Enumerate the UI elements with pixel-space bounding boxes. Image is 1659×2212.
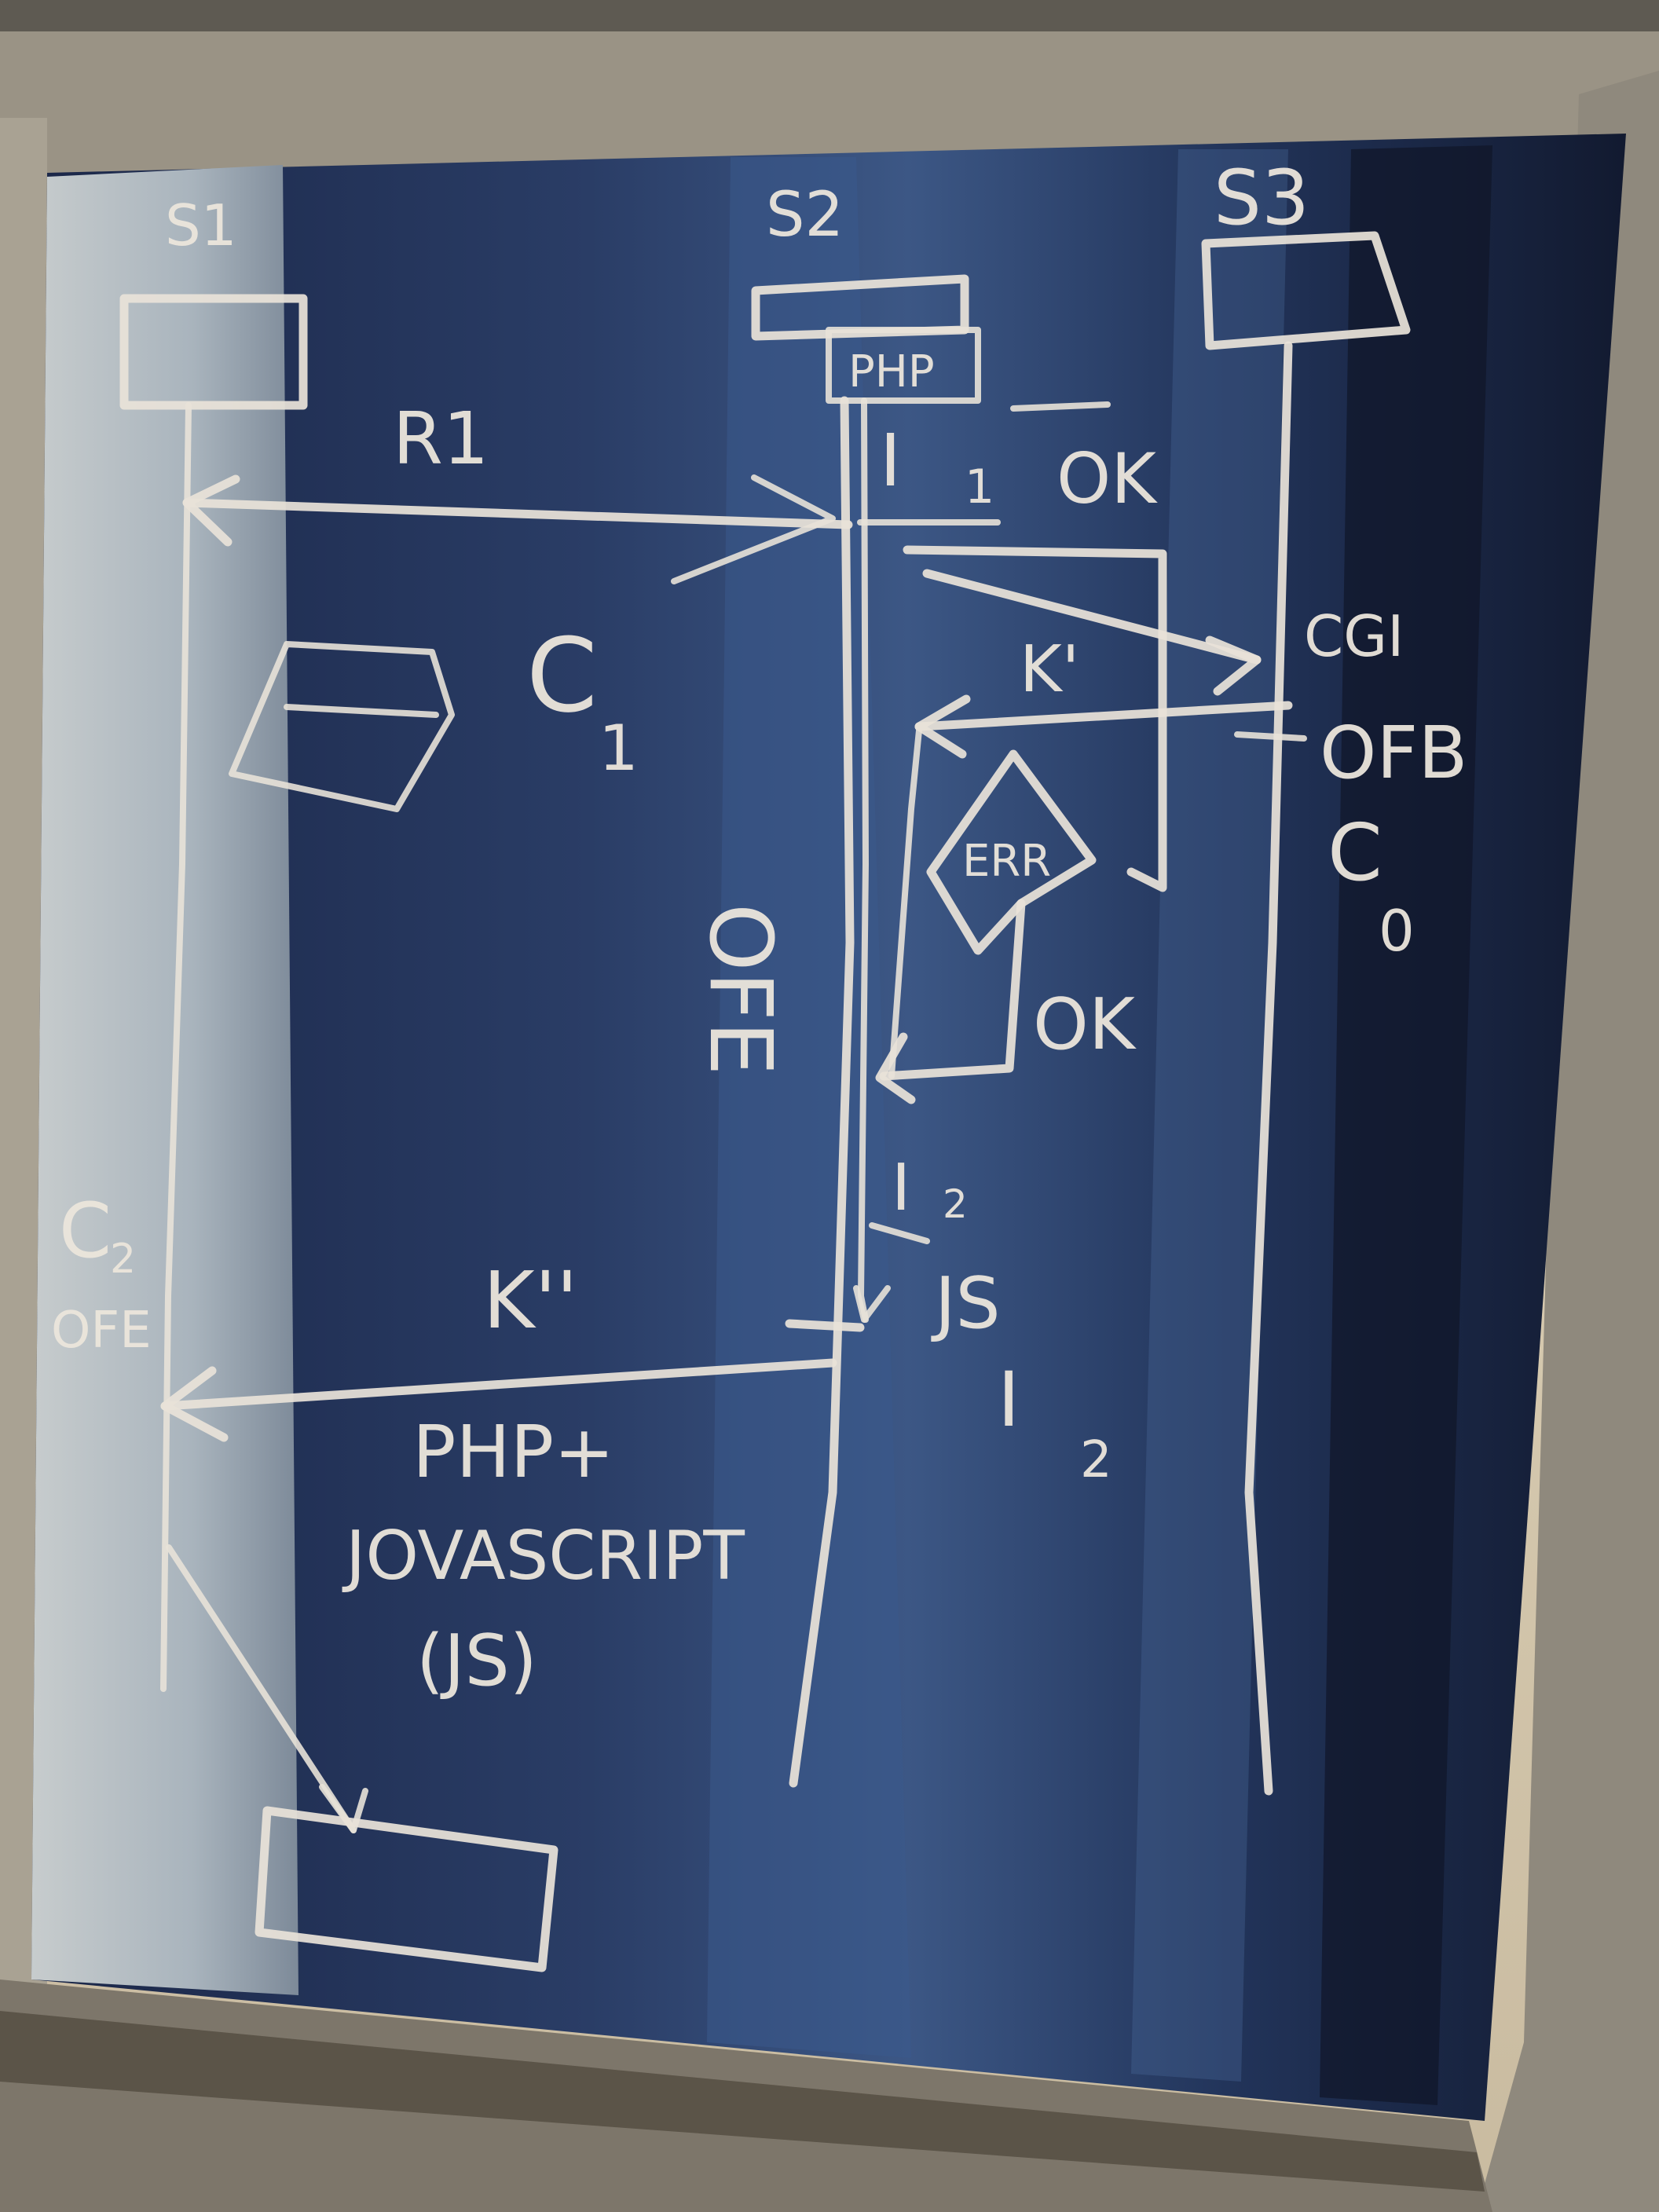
s2-incoming-arrowhead (671, 474, 836, 584)
php-box (826, 327, 981, 404)
frame-right (1477, 71, 1659, 2212)
cgi-return-arrowhead (914, 694, 971, 759)
s3-lifeline (1244, 341, 1293, 1796)
frame-top-shadow (0, 0, 1659, 31)
label-c2: C (59, 1187, 112, 1275)
err-diamond (926, 749, 1097, 955)
s1-box (119, 294, 308, 410)
s2-lifeline (789, 396, 855, 1788)
s1-lifeline (160, 402, 192, 1692)
label-r1: R1 (393, 397, 489, 481)
s1-activity-shape (229, 641, 455, 812)
label-k-double: K'' (483, 1254, 578, 1346)
label-js-right: JS (931, 1262, 1001, 1345)
label-s1: S1 (165, 192, 237, 258)
label-s2: S2 (766, 180, 844, 251)
label-i1-sub: 1 (965, 460, 994, 515)
s2-bottom-tick (785, 1319, 865, 1332)
label-err: ERR (962, 836, 1051, 887)
cgi-return-arrow-line (914, 701, 1293, 731)
label-i2: I (892, 1151, 910, 1225)
ok-return-arrowhead (875, 1032, 916, 1104)
label-ofb: OFB (1320, 711, 1467, 795)
label-ofe-left: OFE (51, 1302, 152, 1360)
k-double-arrow-line (160, 1358, 837, 1411)
s3-tick (1234, 731, 1307, 742)
label-ofe-mid: OFE (690, 903, 791, 1075)
label-c0-right-sub: 0 (1379, 898, 1415, 964)
s1-final-box (255, 1806, 558, 1972)
label-i2b: I (998, 1356, 1020, 1444)
label-js-paren: (JS) (416, 1620, 537, 1702)
label-c0-right: C (1328, 807, 1382, 899)
s3-box (1201, 231, 1411, 350)
label-k-prime: K' (1020, 632, 1079, 707)
label-c1: C (526, 616, 598, 735)
r1-arrow-line (182, 498, 853, 529)
label-ok-mid: OK (1033, 983, 1137, 1066)
s2-branch-down (888, 727, 922, 1079)
label-i2-sub: 2 (943, 1181, 968, 1227)
k-prime-arrow-line (922, 569, 1262, 665)
label-php-box: PHP (848, 346, 935, 397)
label-c2-sub: 2 (110, 1236, 136, 1283)
s1-activity-shape-divider (284, 704, 439, 718)
curtain-fold-2 (1131, 149, 1288, 2082)
label-s3: S3 (1214, 154, 1309, 242)
label-ok-top: OK (1057, 438, 1158, 519)
label-i2b-sub: 2 (1080, 1431, 1112, 1489)
curtain-left (31, 165, 298, 1995)
label-javascript: JOVASCRIPT (342, 1517, 745, 1595)
k-double-arrowhead (160, 1366, 229, 1442)
curtain-shadow-right (1320, 145, 1492, 2105)
k-prime-arrowhead (1205, 635, 1262, 696)
js-down-arrow (853, 1285, 891, 1323)
label-c1-sub: 1 (599, 712, 639, 785)
r1-arrowhead (182, 474, 240, 547)
label-i1: I (880, 419, 901, 503)
s1-final-arrowhead (319, 1784, 368, 1833)
curtain-fold-1 (707, 157, 911, 2058)
i2-tick (869, 1222, 930, 1244)
label-php-plus: PHP+ (412, 1410, 614, 1494)
label-cgi: CGI (1304, 603, 1404, 669)
k-prime-loop-box (903, 545, 1167, 892)
ok-return-path (879, 899, 1026, 1081)
frame-bottom-stain (0, 2011, 1485, 2192)
i1-overbar (1010, 401, 1111, 412)
s1-final-arrow-line (166, 1544, 357, 1833)
